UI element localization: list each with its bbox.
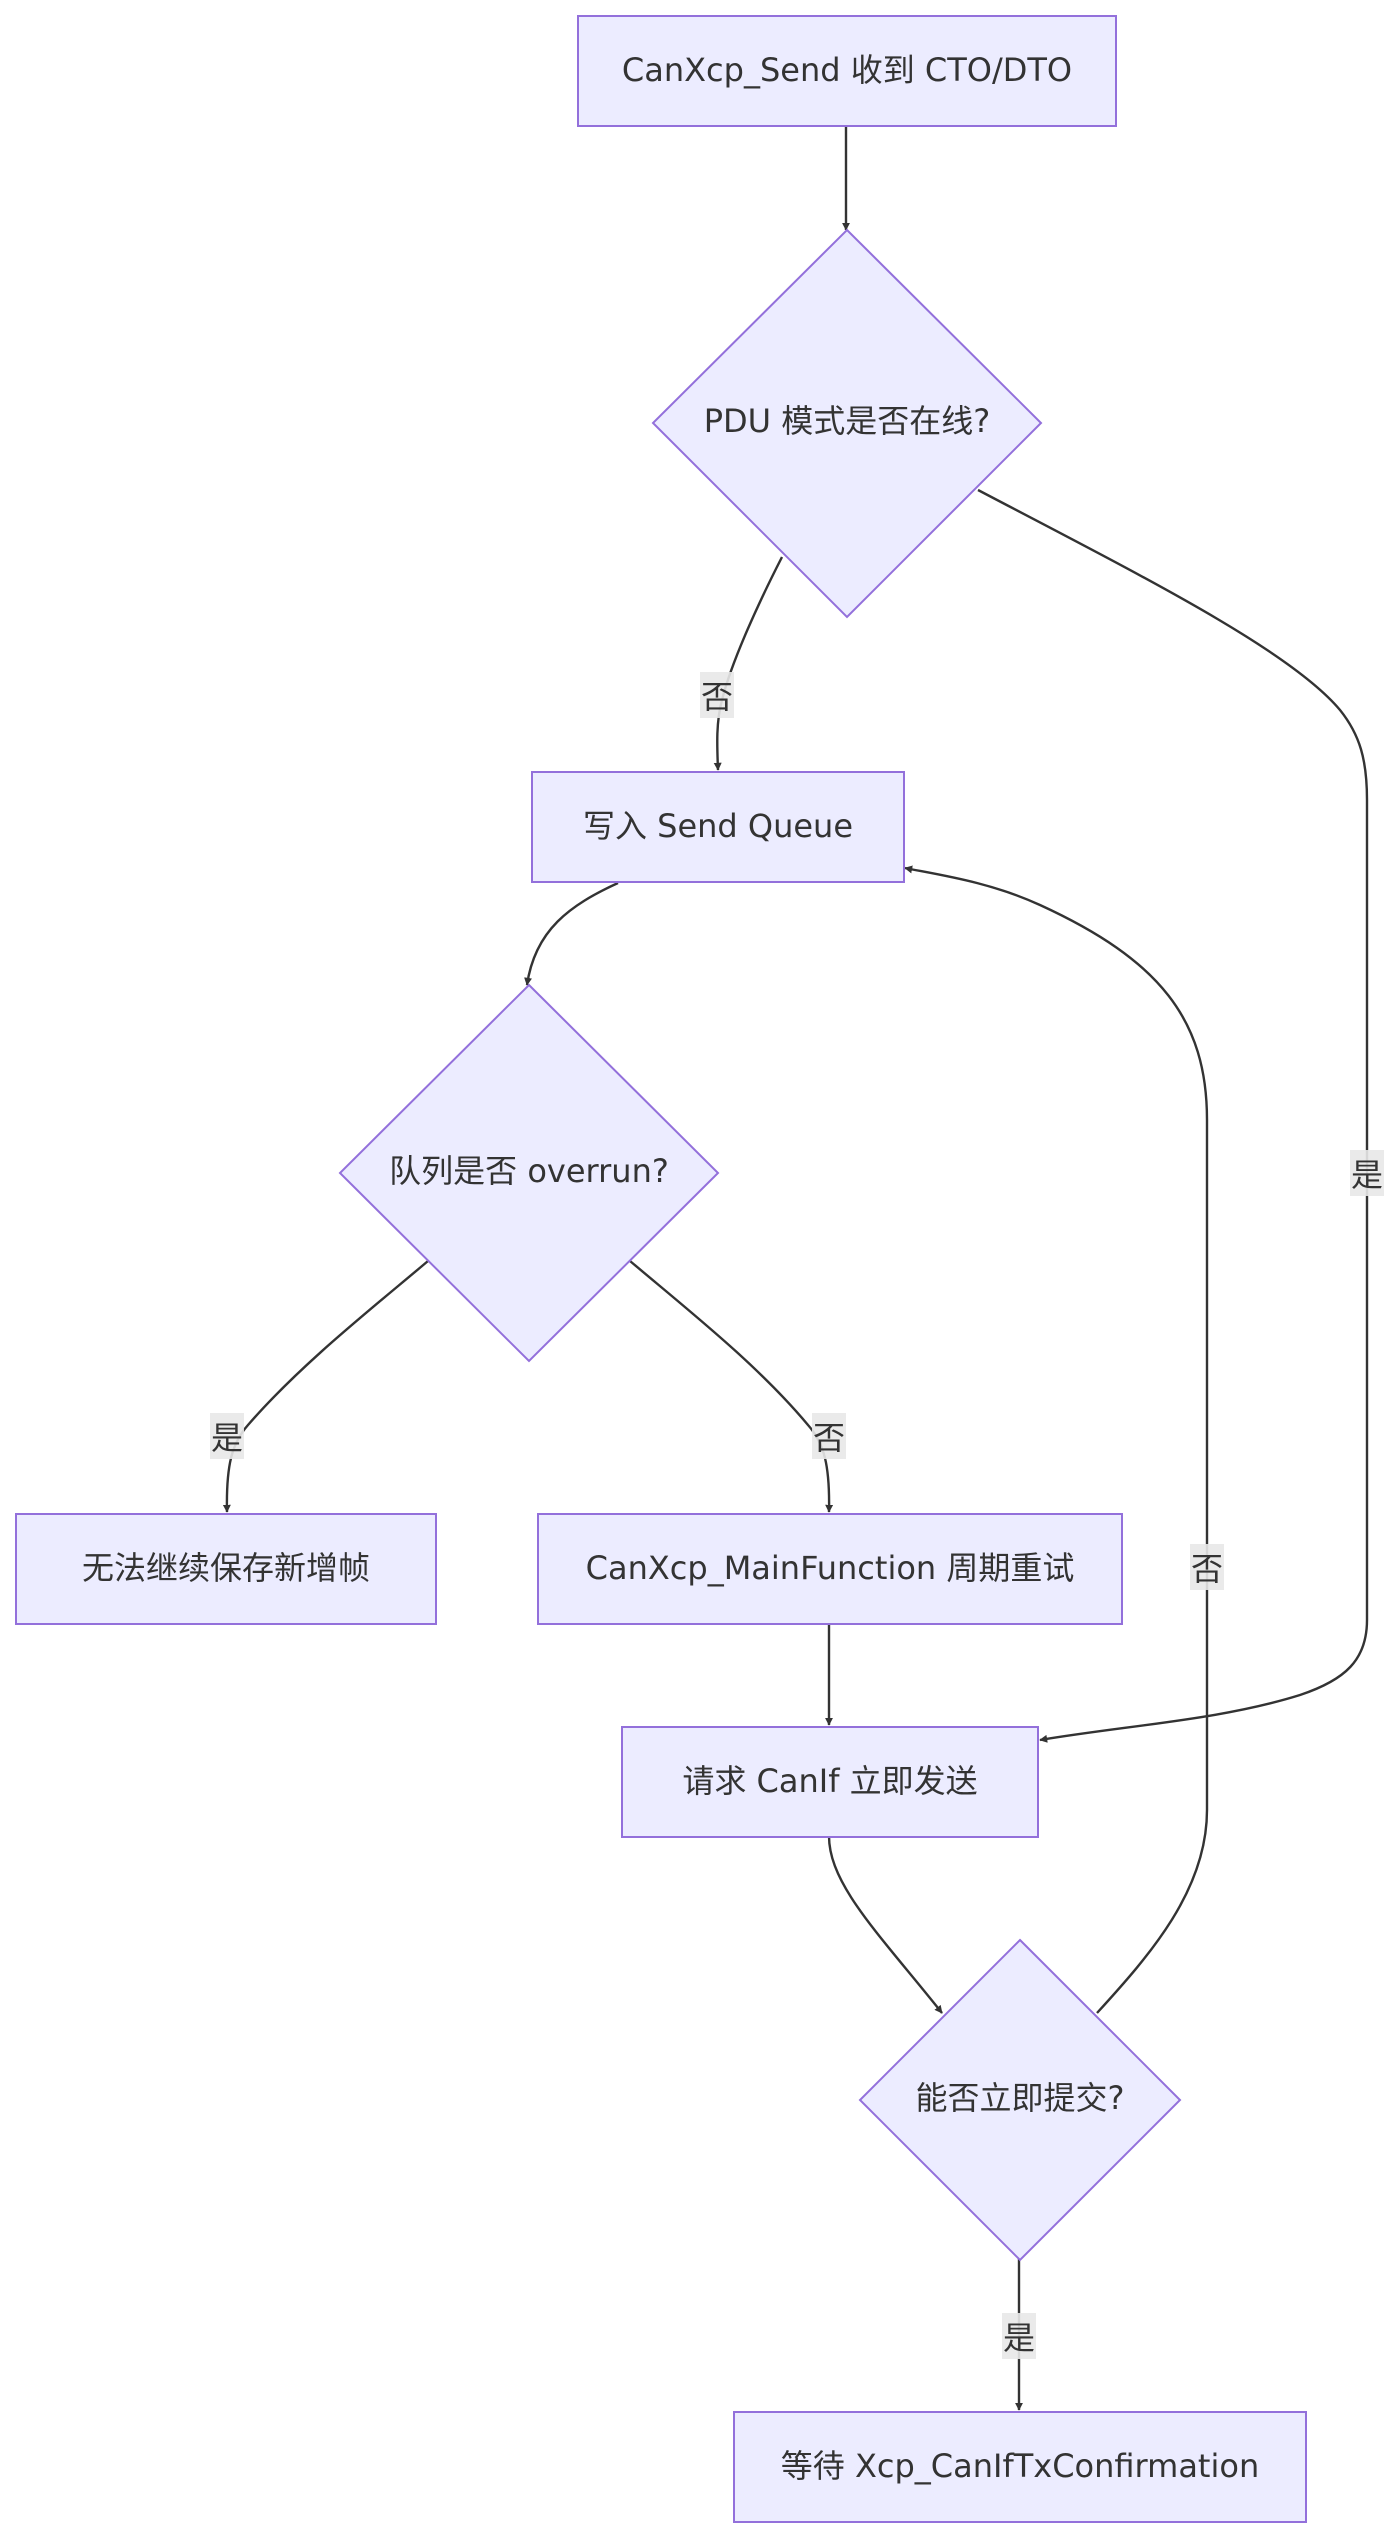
edge-overrun-yes-to-cannot-save [222,1260,429,1513]
node-overrun-label: 队列是否 overrun? [389,1152,669,1190]
node-cannot-save-label: 无法继续保存新增帧 [82,1549,370,1587]
edge-label-overrun-yes: 是 [210,1413,244,1459]
edge-request-canif-to-can-submit [827,1835,943,2014]
edge-label-pdu-no: 否 [700,672,734,718]
edge-pdu-online-no-to-write-queue [713,556,784,771]
node-pdu-online-decision: PDU 模式是否在线? [651,228,1043,619]
edge-label-submit-no: 否 [1190,1544,1224,1590]
node-main-function-label: CanXcp_MainFunction 周期重试 [586,1549,1075,1587]
edge-label-pdu-yes: 是 [1350,1150,1384,1196]
node-wait-confirm-label: 等待 Xcp_CanIfTxConfirmation [781,2447,1259,2485]
nodes: CanXcp_Send 收到 CTO/DTO PDU 模式是否在线? 写入 Se… [15,15,1307,2523]
node-cannot-save: 无法继续保存新增帧 [15,1513,437,1625]
edge-label-overrun-no: 否 [812,1413,846,1459]
edges [222,127,1369,2411]
node-overrun-decision: 队列是否 overrun? [338,983,720,1363]
node-pdu-online-label: PDU 模式是否在线? [704,402,991,440]
node-write-queue: 写入 Send Queue [531,771,905,883]
node-wait-confirm: 等待 Xcp_CanIfTxConfirmation [733,2411,1307,2523]
edge-label-pdu-yes-text: 是 [1351,1156,1383,1194]
node-write-queue-label: 写入 Send Queue [583,807,853,845]
node-start-label: CanXcp_Send 收到 CTO/DTO [622,51,1072,89]
edge-label-submit-yes-text: 是 [1003,2319,1035,2357]
edge-can-submit-no-to-write-queue [904,865,1209,2014]
edge-label-pdu-no-text: 否 [701,678,733,716]
edge-label-submit-yes: 是 [1002,2313,1036,2359]
edge-label-submit-no-text: 否 [1191,1550,1223,1588]
node-request-canif-label: 请求 CanIf 立即发送 [682,1762,977,1800]
edge-labels: 否 是 是 否 否 是 [210,672,1384,2359]
node-start: CanXcp_Send 收到 CTO/DTO [577,15,1117,127]
edge-overrun-no-to-main-function [629,1260,834,1513]
edge-label-overrun-yes-text: 是 [211,1419,243,1457]
edge-pdu-online-yes-to-request-canif [977,488,1369,1743]
edge-write-queue-to-overrun [524,881,619,986]
node-request-canif: 请求 CanIf 立即发送 [621,1726,1039,1838]
edge-label-overrun-no-text: 否 [813,1419,845,1457]
node-can-submit-decision: 能否立即提交? [858,1938,1182,2262]
node-can-submit-label: 能否立即提交? [916,2079,1125,2117]
node-main-function: CanXcp_MainFunction 周期重试 [537,1513,1123,1625]
